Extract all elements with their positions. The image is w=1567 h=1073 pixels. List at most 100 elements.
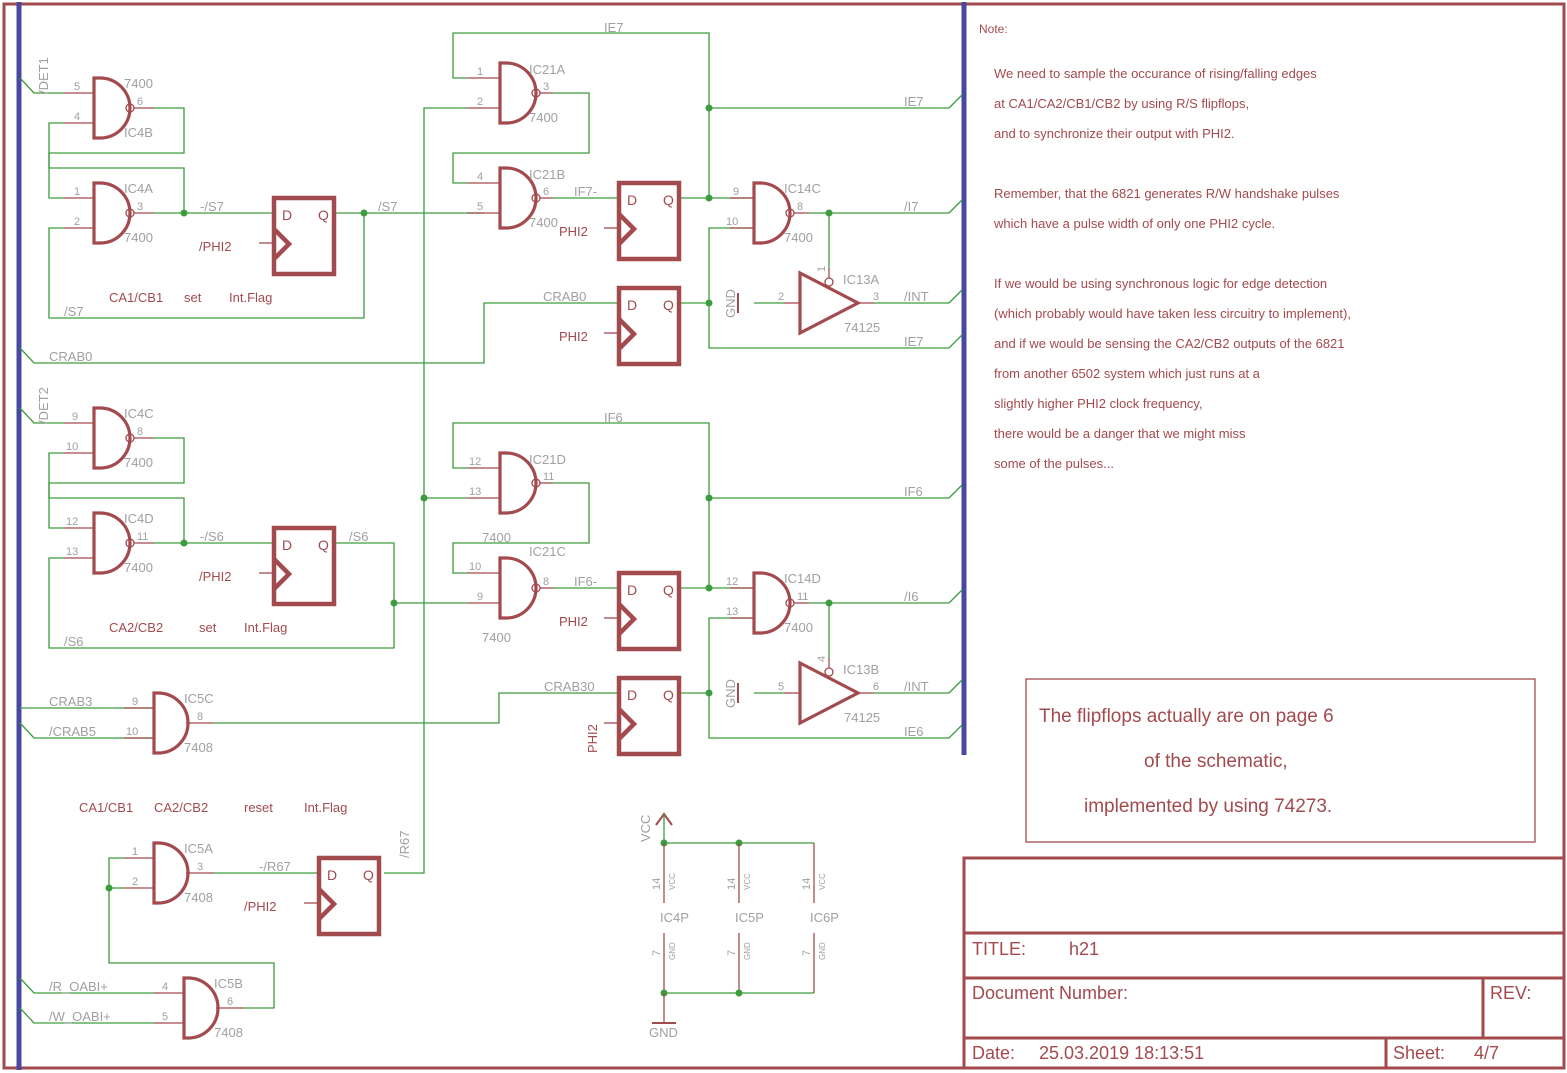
- note-line: at CA1/CA2/CB1/CB2 by using R/S flipflop…: [994, 96, 1249, 111]
- gate-name: IC21A: [529, 62, 565, 77]
- net-label: IF6-: [574, 574, 597, 589]
- svg-text:7: 7: [651, 950, 663, 956]
- pin-label: 4: [162, 981, 168, 993]
- pin-label: 11: [543, 471, 554, 483]
- net-label: IE7: [904, 94, 924, 109]
- svg-text:CA2/CB2: CA2/CB2: [154, 800, 208, 815]
- docnum-label: Document Number:: [972, 983, 1128, 1003]
- title-block: TITLE: h21 Document Number: REV: Date: 2…: [962, 856, 1566, 1070]
- note-line: If we would be using synchronous logic f…: [994, 276, 1327, 291]
- vcc-label: VCC: [638, 815, 653, 842]
- flipflop-crab0: D Q PHI2: [559, 285, 682, 367]
- flipflop-ie7: D Q PHI2: [559, 180, 682, 262]
- pin-label: 8: [543, 576, 549, 588]
- net-label: IE7: [604, 20, 624, 35]
- date-label: Date:: [972, 1043, 1015, 1063]
- net-label: /I7: [904, 199, 918, 214]
- gnd-label: GND: [723, 679, 738, 708]
- gate-type: 7400: [124, 560, 153, 575]
- net-label: /W_OABI+: [49, 1009, 111, 1024]
- net-label: CRAB0: [49, 349, 92, 364]
- note-line: and if we would be sensing the CA2/CB2 o…: [994, 336, 1345, 351]
- ic13b-buffer: 5 6 4 IC13B 74125 GND: [723, 656, 880, 726]
- ff-q-label: Q: [318, 207, 329, 223]
- net-label: /DET1: [36, 57, 51, 94]
- flipflop-s6: D Q /PHI2: [199, 525, 337, 607]
- ff-clock-label: PHI2: [559, 224, 588, 239]
- net-label: CRAB3: [49, 694, 92, 709]
- ff-q-label: Q: [663, 687, 674, 703]
- pin-label: 8: [137, 426, 143, 438]
- pin-label: 3: [137, 201, 143, 213]
- svg-text:The flipflops actually are on: The flipflops actually are on page 6: [1039, 706, 1334, 727]
- net-label: -/S6: [200, 529, 224, 544]
- gate-name: IC21B: [529, 167, 565, 182]
- net-label: IE6: [904, 724, 924, 739]
- ic4a-gate: 1 2 3 IC4A 7400: [64, 181, 154, 245]
- net-label: /INT: [904, 289, 929, 304]
- net-label: /S7: [64, 304, 84, 319]
- pin-label: 2: [74, 216, 80, 228]
- pin-label: 1: [816, 266, 828, 272]
- ic4b-gate: 5 4 6 7400 IC4B: [64, 76, 154, 140]
- note-line: slightly higher PHI2 clock frequency,: [994, 396, 1203, 411]
- part-label: IC5P: [735, 910, 764, 925]
- gate-type: 7400: [529, 215, 558, 230]
- net-label: /CRAB5: [49, 724, 96, 739]
- ic21d-gate: 12 13 11 IC21D 7400: [467, 451, 566, 545]
- note-line: (which probably would have taken less ci…: [994, 306, 1351, 321]
- pin-label: 6: [873, 681, 879, 693]
- gate-name: IC4A: [124, 181, 153, 196]
- note-line: there would be a danger that we might mi…: [994, 426, 1246, 441]
- pin-label: 6: [137, 96, 143, 108]
- pin-label: 10: [469, 561, 481, 573]
- gate-type: 7400: [124, 76, 153, 91]
- ff-d-label: D: [627, 297, 637, 313]
- svg-text:GND: GND: [743, 942, 752, 960]
- ff-q-label: Q: [363, 867, 374, 883]
- pin-label: 6: [543, 186, 549, 198]
- svg-text:of the schematic,: of the schematic,: [1144, 751, 1288, 772]
- svg-text:14: 14: [726, 878, 738, 890]
- pin-label: 1: [477, 66, 483, 78]
- ff-clock-label: PHI2: [559, 614, 588, 629]
- ic4c-gate: 9 10 8 IC4C 7400: [64, 406, 154, 470]
- caption-ca1-set: CA1/CB1 set Int.Flag: [109, 290, 272, 305]
- ff-d-label: D: [327, 867, 337, 883]
- power-pins: VCC GND 14 14 14 VCC VCC VCC 7 7 7 GND G…: [638, 812, 839, 1040]
- ic21b-gate: 4 5 6 IC21B 7400: [467, 166, 565, 230]
- title-value: h21: [1069, 939, 1099, 959]
- net-label: -/S7: [200, 199, 224, 214]
- pin-label: 11: [137, 531, 148, 543]
- ff-clock-label: PHI2: [559, 329, 588, 344]
- ff-q-label: Q: [663, 297, 674, 313]
- gate-name: IC5B: [214, 976, 243, 991]
- ff-d-label: D: [282, 207, 292, 223]
- svg-text:CA1/CB1: CA1/CB1: [79, 800, 133, 815]
- gate-name: IC14D: [784, 571, 821, 586]
- gate-type: 7400: [784, 230, 813, 245]
- net-label: CRAB30: [544, 679, 595, 694]
- ff-q-label: Q: [318, 537, 329, 553]
- ff-d-label: D: [627, 687, 637, 703]
- ic21c-gate: 10 9 8 IC21C 7400: [467, 544, 566, 645]
- gate-type: 7408: [184, 740, 213, 755]
- net-label: IF7-: [574, 184, 597, 199]
- pin-label: 4: [477, 171, 483, 183]
- nets-bottom-left: -/R67 /R67 /R_OABI+ /W_OABI+: [19, 831, 412, 1024]
- flipflop-crab30: D Q PHI2: [585, 675, 682, 757]
- gate-name: IC5C: [184, 691, 214, 706]
- net-label: /INT: [904, 679, 929, 694]
- pin-label: 8: [197, 711, 203, 723]
- gate-name: IC13A: [843, 272, 879, 287]
- pin-label: 13: [726, 606, 738, 618]
- svg-text:14: 14: [801, 878, 813, 890]
- gnd-label: GND: [649, 1025, 678, 1040]
- note-text: Note: We need to sample the occurance of…: [979, 22, 1351, 471]
- flipflop-ie6: D Q PHI2: [559, 570, 682, 652]
- svg-text:Int.Flag: Int.Flag: [244, 620, 287, 635]
- net-label: /R_OABI+: [49, 979, 108, 994]
- pin-label: 1: [74, 186, 80, 198]
